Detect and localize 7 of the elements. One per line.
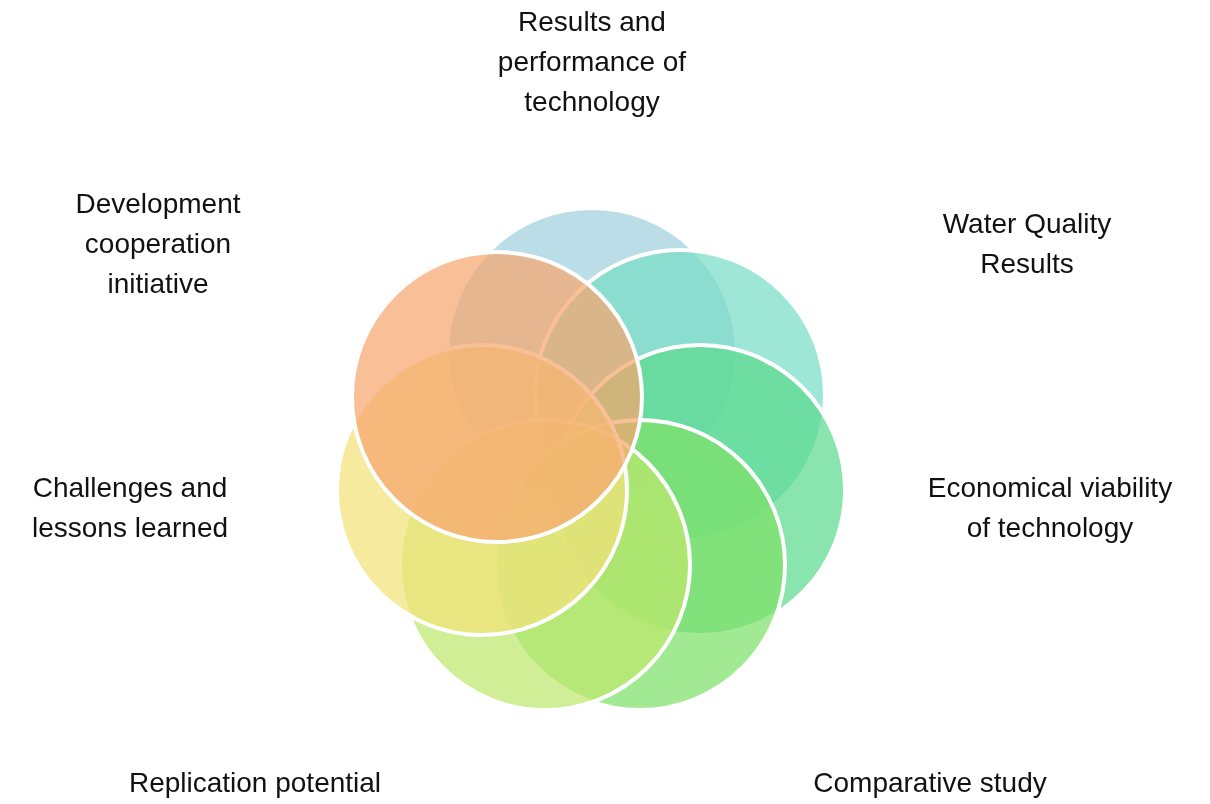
topic-label: Comparative study — [812, 766, 1048, 800]
topic-label: Water Quality Results — [941, 207, 1113, 281]
topic-label: Economical viability of technology — [926, 471, 1174, 545]
topic-label: Challenges and lessons learned — [30, 471, 230, 545]
topic-label: Results and performance of technology — [496, 5, 688, 119]
topic-label: Development cooperation initiative — [74, 187, 242, 301]
topic-label: Replication potential — [127, 766, 383, 800]
